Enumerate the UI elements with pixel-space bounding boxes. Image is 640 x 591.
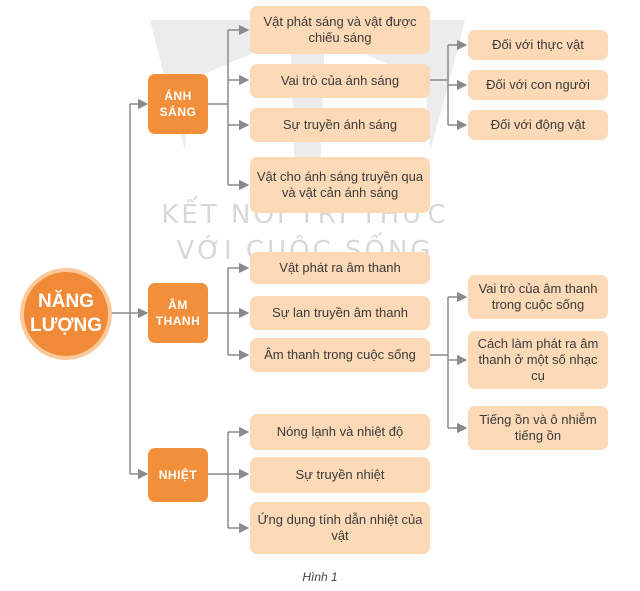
light-item-4: Vật cho ánh sáng truyền qua và vật cản á… bbox=[250, 157, 430, 213]
heat-item-2: Sự truyền nhiệt bbox=[250, 457, 430, 493]
heat-item-3: Ứng dụng tính dẫn nhiệt của vật bbox=[250, 502, 430, 554]
sound-life-item-2: Cách làm phát ra âm thanh ở một số nhạc … bbox=[468, 331, 608, 389]
light-role-item-3: Đối với động vật bbox=[468, 110, 608, 140]
category-light: ÁNH SÁNG bbox=[148, 74, 208, 134]
sound-item-1: Vật phát ra âm thanh bbox=[250, 252, 430, 284]
root-node: NĂNG LƯỢNG bbox=[20, 268, 112, 360]
light-role-item-1: Đối với thực vật bbox=[468, 30, 608, 60]
sound-item-2: Sự lan truyền âm thanh bbox=[250, 296, 430, 330]
light-item-3: Sự truyền ánh sáng bbox=[250, 108, 430, 142]
figure-caption: Hình 1 bbox=[302, 570, 338, 584]
sound-life-item-1: Vai trò của âm thanh trong cuộc sống bbox=[468, 275, 608, 319]
sound-item-3: Âm thanh trong cuộc sống bbox=[250, 338, 430, 372]
light-item-1: Vật phát sáng và vật được chiếu sáng bbox=[250, 6, 430, 54]
light-role-item-2: Đối với con người bbox=[468, 70, 608, 100]
category-sound: ÂM THANH bbox=[148, 283, 208, 343]
sound-life-item-3: Tiếng ồn và ô nhiễm tiếng ồn bbox=[468, 406, 608, 450]
heat-item-1: Nóng lạnh và nhiệt độ bbox=[250, 414, 430, 450]
category-heat: NHIỆT bbox=[148, 448, 208, 502]
light-item-2: Vai trò của ánh sáng bbox=[250, 64, 430, 98]
